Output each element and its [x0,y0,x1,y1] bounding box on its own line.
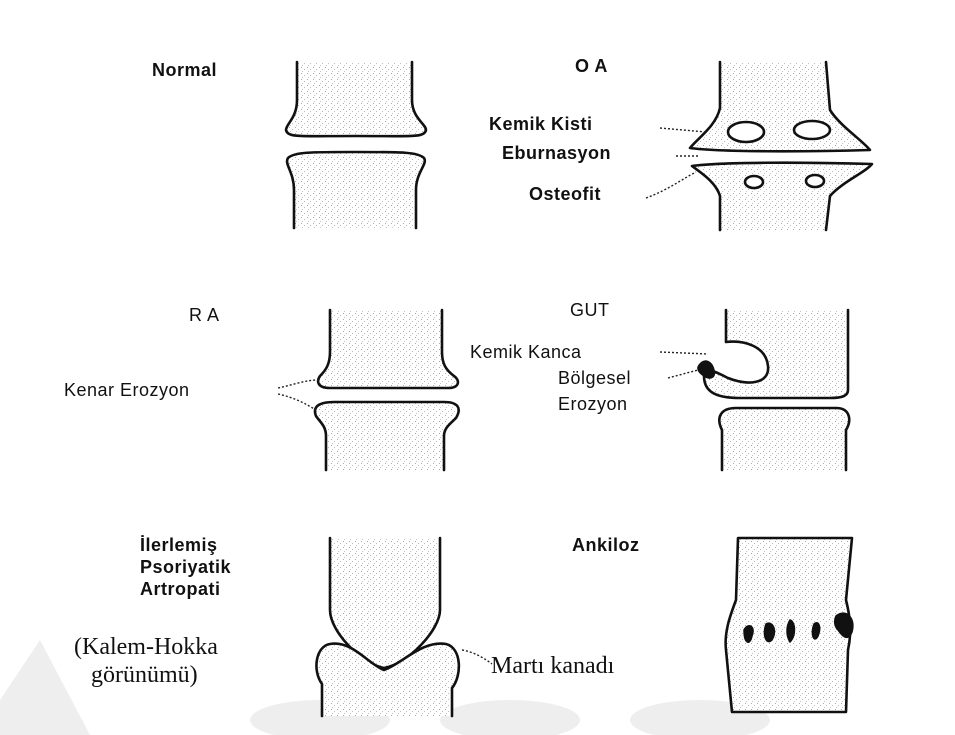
bone-cyst [745,176,763,188]
ra-joint-drawing [278,310,459,470]
bone-cyst [728,122,764,142]
psoriatic-note-line-1: (Kalem-Hokka [74,634,218,661]
psoriatic-label-marti-kanadi: Martı kanadı [491,653,614,680]
ra-title: R A [189,305,220,326]
psoriatic-title-line-1: İlerlemiş [140,535,218,556]
ankiloz-joint-drawing [726,538,853,712]
psoriatic-note-line-2: görünümü) [91,662,198,689]
ankylosis-mark [764,623,774,642]
oa-title: O A [575,56,608,77]
psoriatic-title-line-3: Artropati [140,579,221,600]
ankylosis-mark [812,623,819,639]
gut-title: GUT [570,300,610,321]
bone-cyst [806,175,824,187]
gut-label-erozyon: Erozyon [558,394,628,415]
ra-label-kenar-erozyon: Kenar Erozyon [64,380,190,401]
oa-label-kemik-kisti: Kemik Kisti [489,114,593,135]
gut-joint-drawing [660,310,849,470]
psoriatic-joint-drawing [316,538,492,716]
gut-label-kemik-kanca: Kemik Kanca [470,342,582,363]
ankiloz-title: Ankiloz [572,535,640,556]
bone-erosion-mark [698,361,714,378]
normal-title: Normal [152,60,217,81]
psoriatic-title-line-2: Psoriyatik [140,557,231,578]
gut-label-bolgesel: Bölgesel [558,368,631,389]
oa-joint-drawing [646,62,872,230]
bone-cyst [794,121,830,139]
oa-label-eburnasyon: Eburnasyon [502,143,611,164]
normal-joint-drawing [286,62,426,228]
oa-label-osteofit: Osteofit [529,184,601,205]
